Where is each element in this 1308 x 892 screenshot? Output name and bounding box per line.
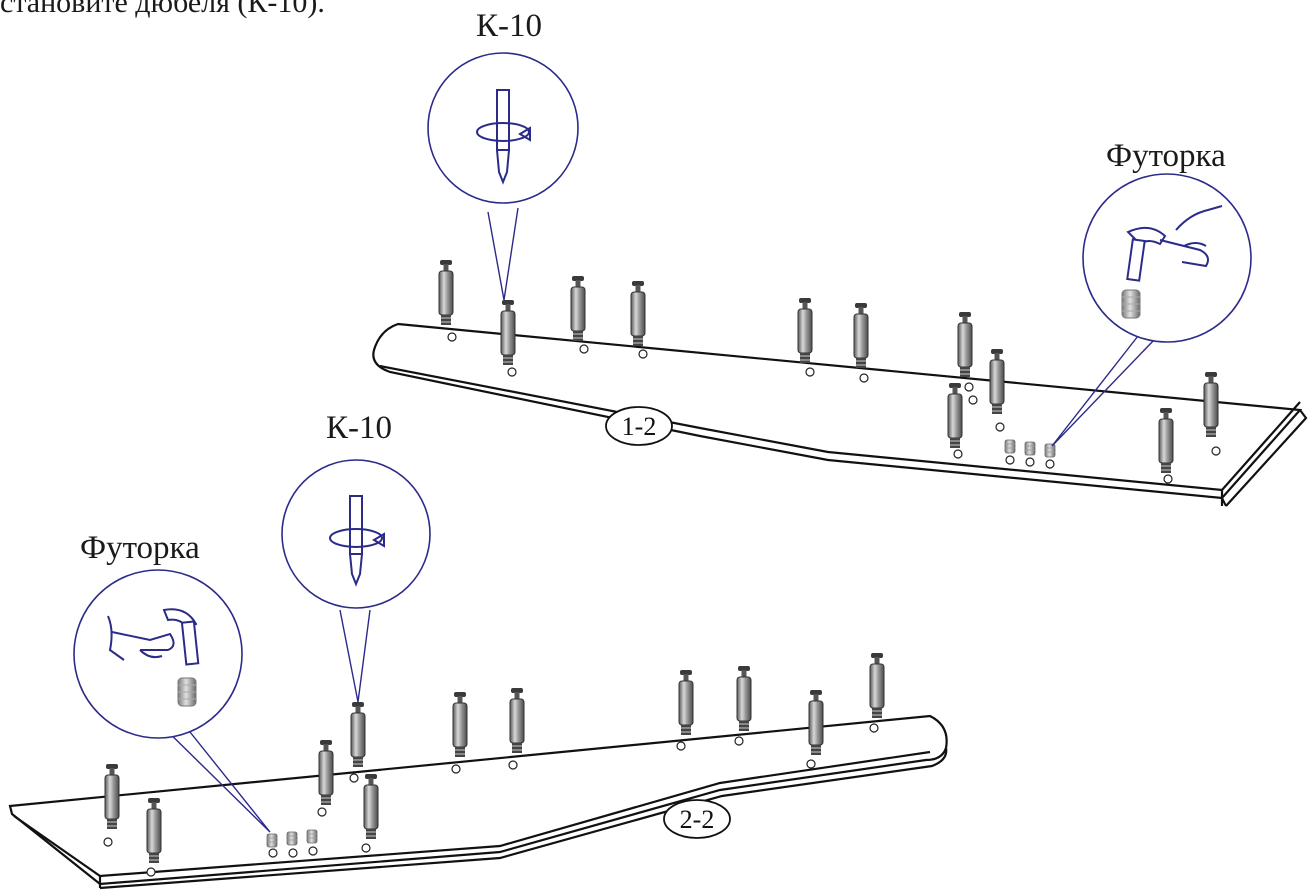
top-board-holes	[447, 332, 1221, 484]
screwdriver-rotate-icon	[329, 495, 385, 587]
bottom-board-holes	[103, 723, 879, 877]
instruction-caption: становите дюбеля (К-10).	[0, 0, 325, 19]
callout-k10-bottom	[281, 459, 431, 703]
callout-label-futorka-top: Футорка	[1106, 138, 1226, 174]
screwdriver-rotate-icon	[476, 89, 531, 185]
callout-label-k10-top: К-10	[476, 8, 542, 44]
part-tag-2-2: 2-2	[663, 799, 731, 839]
callout-k10-top	[427, 52, 579, 301]
part-label-2-2: 2-2	[680, 805, 715, 834]
callout-futorka-bottom	[73, 569, 271, 833]
callout-label-futorka-bottom: Футорка	[80, 530, 200, 566]
callout-futorka-top	[1051, 173, 1252, 447]
hammer-insert-icon	[107, 608, 200, 707]
part-label-1-2: 1-2	[622, 412, 657, 441]
part-tag-1-2: 1-2	[605, 406, 673, 446]
board-2-2	[8, 714, 948, 890]
hammer-insert-icon	[1121, 205, 1223, 319]
callout-label-k10-bottom: К-10	[326, 410, 392, 446]
